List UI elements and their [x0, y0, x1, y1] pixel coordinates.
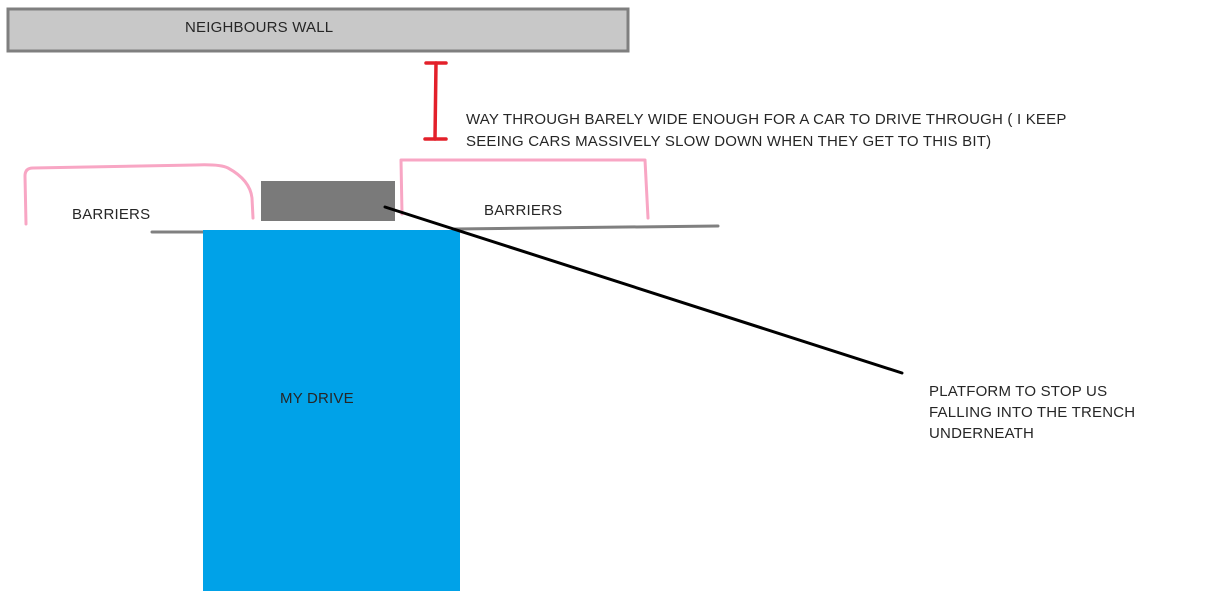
platform-annotation-line-2: FALLING INTO THE TRENCH	[929, 404, 1136, 421]
neighbours-wall	[6, 7, 630, 53]
gap-annotation-line-2: SEEING CARS MASSIVELY SLOW DOWN WHEN THE…	[466, 133, 992, 150]
barriers-right-label: BARRIERS	[484, 202, 563, 219]
gap-annotation-line-1: WAY THROUGH BARELY WIDE ENOUGH FOR A CAR…	[466, 111, 1067, 128]
gap-annotation: WAY THROUGH BARELY WIDE ENOUGH FOR A CAR…	[466, 109, 1067, 153]
gap-width-marker	[423, 61, 448, 141]
barrier-right	[399, 158, 650, 220]
platform-pointer-line	[383, 205, 904, 375]
barriers-left-label: BARRIERS	[72, 206, 151, 223]
neighbours-wall-label: NEIGHBOURS WALL	[185, 19, 334, 36]
platform	[261, 181, 395, 221]
platform-annotation-line-1: PLATFORM TO STOP US	[929, 383, 1108, 400]
platform-annotation: PLATFORM TO STOP US FALLING INTO THE TRE…	[929, 381, 1135, 444]
my-drive-label: MY DRIVE	[280, 390, 354, 407]
barrier-left	[23, 163, 255, 226]
my-drive	[203, 230, 460, 591]
platform-annotation-line-3: UNDERNEATH	[929, 425, 1035, 442]
